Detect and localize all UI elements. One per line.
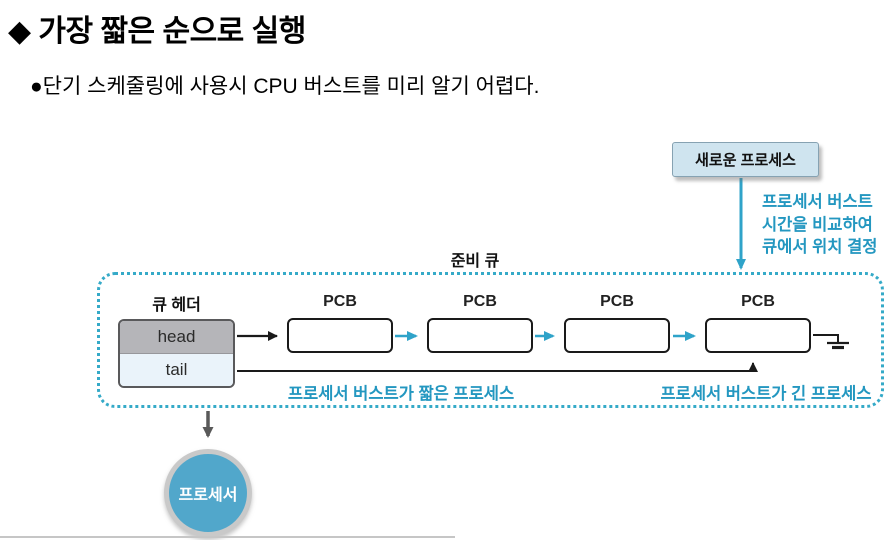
head-cell: head	[120, 321, 233, 354]
ready-queue-label: 준비 큐	[450, 253, 500, 270]
queue-header-box: head tail	[118, 319, 235, 388]
pcb-node-2	[427, 318, 533, 353]
annotation-line-1: 프로세서 버스트	[762, 193, 873, 211]
pcb-label-1: PCB	[323, 293, 357, 310]
pcb-node-4	[705, 318, 811, 353]
queue-header-label: 큐 헤더	[152, 297, 201, 314]
new-process-label: 새로운 프로세스	[695, 152, 796, 169]
long-burst-note: 프로세서 버스트가 긴 프로세스	[660, 385, 872, 403]
annotation-line-2: 시간을 비교하여	[762, 215, 873, 234]
new-process-box: 새로운 프로세스	[672, 142, 819, 177]
bottom-rule	[0, 536, 455, 538]
pcb-node-3	[564, 318, 670, 353]
pcb-label-2: PCB	[463, 293, 497, 310]
page-title: ◆ 가장 짧은 순으로 실행	[8, 15, 306, 48]
annotation-line-3: 큐에서 위치 결정	[762, 238, 878, 256]
bullet-text: ●단기 스케줄링에 사용시 CPU 버스트를 미리 알기 어렵다.	[30, 75, 540, 98]
processor-label: 프로세서	[178, 487, 238, 504]
processor-circle: 프로세서	[164, 449, 252, 537]
pcb-label-3: PCB	[600, 293, 634, 310]
short-burst-note: 프로세서 버스트가 짧은 프로세스	[287, 385, 515, 403]
burst-compare-annotation: 프로세서 버스트 시간을 비교하여 큐에서 위치 결정	[762, 191, 892, 259]
pcb-label-4: PCB	[741, 293, 775, 310]
ready-queue-boundary	[97, 272, 884, 408]
tail-cell: tail	[120, 354, 233, 386]
pcb-node-1	[287, 318, 393, 353]
